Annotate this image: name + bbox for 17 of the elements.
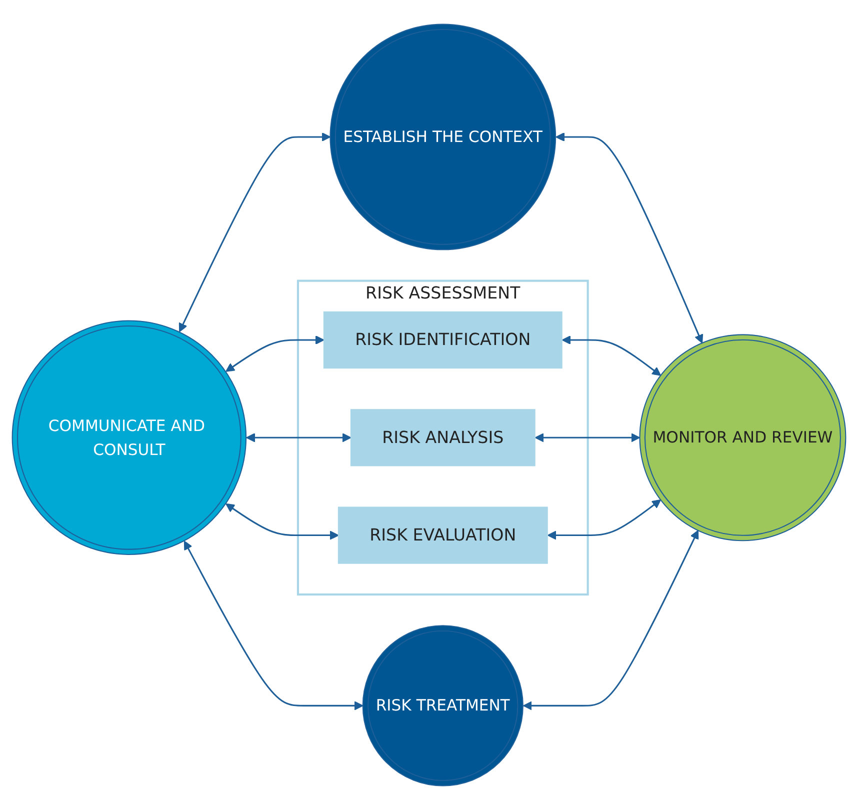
arrow [226, 503, 339, 540]
node-circle: RISK TREATMENT [362, 625, 524, 786]
arrow [246, 433, 352, 442]
node-circle: COMMUNICATE AND CONSULT [12, 320, 247, 555]
node-circle: ESTABLISH THE CONTEXT [330, 24, 556, 250]
node-box: RISK EVALUATION [338, 506, 548, 564]
arrow [226, 335, 324, 372]
arrow [556, 132, 704, 344]
arrow [547, 499, 662, 540]
arrow [562, 335, 662, 376]
node-box: RISK IDENTIFICATION [323, 311, 562, 369]
arrow [178, 132, 331, 332]
node-circle: MONITOR AND REVIEW [639, 334, 846, 542]
node-box: RISK ANALYSIS [350, 409, 536, 466]
arrow [522, 530, 699, 710]
arrow [184, 540, 364, 710]
arrow [534, 433, 640, 442]
